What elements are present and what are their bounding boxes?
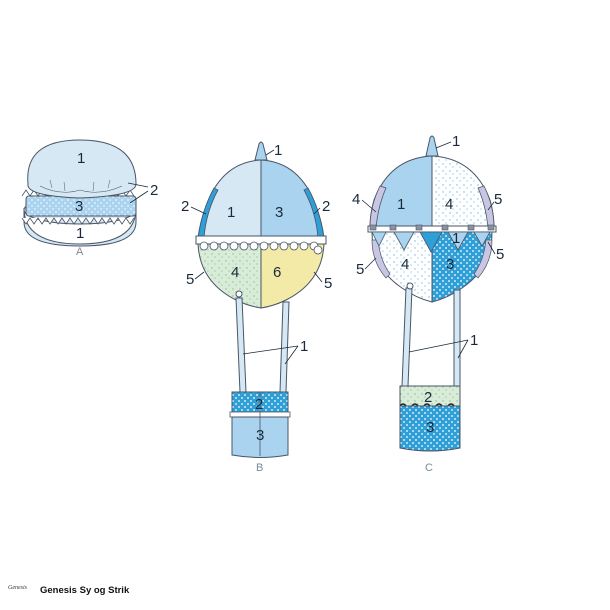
figure-a-caption: A: [76, 246, 84, 258]
figure-b-rope-knot: [235, 290, 243, 298]
figure-c-label-mid-tri: 1: [452, 230, 460, 247]
figure-c-label-right-panel: 4: [445, 196, 453, 213]
figure-b-leader-rope-1: [242, 345, 299, 355]
figure-b-leader-rope-2: [284, 345, 299, 365]
figure-c-basket-bottom: [399, 405, 461, 452]
figure-b-label-basket-bottom: 3: [256, 427, 264, 444]
figure-b-ropes: [235, 297, 290, 393]
figure-c-label-tip: 1: [452, 133, 460, 150]
figure-b-caption: B: [256, 462, 263, 474]
figure-b-tip: [254, 141, 268, 161]
figure-c-label-lower-left: 4: [401, 256, 409, 273]
figure-c-lower-side-right: [473, 239, 493, 279]
figure-a-label-top: 1: [77, 150, 85, 167]
figure-b-pompoms: [199, 241, 323, 255]
figure-a-leader-ruffle-1: [127, 182, 149, 188]
figure-b-leader-band-left: [190, 206, 207, 215]
figure-c-bunting: [371, 231, 491, 253]
figure-c-tip: [425, 135, 439, 157]
figure-c-band: [367, 225, 497, 233]
figure-b-label-band-right: 2: [322, 198, 330, 215]
figure-a-leader-ruffle-2: [129, 190, 149, 204]
figure-b-leader-band-right: [313, 207, 321, 215]
brand-name: Genesis Sy og Strik: [40, 585, 130, 596]
figure-b-label-lower-right: 6: [273, 264, 281, 281]
figure-c-leader-side-left-top: [361, 199, 377, 213]
figure-b-leader-side-right: [313, 271, 323, 283]
figure-b-lower-right-panel: [260, 243, 325, 309]
figure-b-label-basket-top: 2: [255, 396, 263, 413]
genesis-logo: Genesis: [8, 585, 27, 591]
figure-b-label-left-panel: 1: [227, 204, 235, 221]
figure-c-label-side-right-top: 5: [494, 191, 502, 208]
figure-a-label-bottom: 1: [76, 225, 84, 242]
figure-c-label-lower-right: 3: [446, 256, 454, 273]
figure-c-leader-tip: [435, 141, 452, 149]
figure-a-top-cushion: [27, 139, 137, 199]
figure-b: 1 1 3 2 2 4 6 5 5 1 2 3 B: [181, 141, 332, 474]
figure-b-label-side-right: 5: [324, 275, 332, 292]
figure-c-band-knots: [369, 224, 495, 231]
figure-b-label-band-left: 2: [181, 198, 189, 215]
figure-c-lower-side-left: [371, 239, 391, 279]
figure-c-leader-rope-2: [457, 339, 469, 359]
figure-c: 1 1 4 4 5 1 4 3 5 5 1 2 3 C: [352, 133, 504, 474]
figure-c-label-basket-bottom: 3: [426, 419, 434, 436]
figure-b-lower-left-panel: [197, 243, 262, 309]
figure-b-leader-tip: [265, 149, 275, 156]
figure-c-leader-rope-1: [408, 339, 469, 353]
figure-b-label-ropes: 1: [300, 338, 308, 355]
figure-c-caption: C: [425, 462, 433, 474]
figure-b-label-lower-left: 4: [231, 264, 239, 281]
figure-c-leader-side-right: [487, 241, 496, 255]
figure-c-label-left-panel: 1: [397, 196, 405, 213]
figure-b-upper-right-panel: [260, 159, 325, 239]
figure-a-label-mid: 3: [75, 198, 83, 215]
figure-c-label-basket-top: 2: [424, 389, 432, 406]
figure-c-leader-side-right-top: [487, 201, 495, 211]
figure-a: 1 3 1 2 A: [21, 139, 158, 258]
figure-b-label-side-left: 5: [186, 271, 194, 288]
figure-c-label-side-left: 5: [356, 261, 364, 278]
figure-b-label-right-panel: 3: [275, 204, 283, 221]
figure-c-label-side-right: 5: [496, 246, 504, 263]
figure-c-rope-knot: [406, 282, 414, 290]
figure-c-label-ropes: 1: [470, 332, 478, 349]
figure-c-leader-side-left: [364, 257, 377, 270]
figure-b-label-tip: 1: [274, 142, 282, 159]
figure-b-leader-side-left: [194, 271, 205, 280]
figure-c-label-side-left-top: 4: [352, 191, 360, 208]
figure-a-label-ruffle: 2: [150, 182, 158, 199]
figure-c-ropes: [401, 287, 461, 387]
figure-b-upper-left-panel: [197, 159, 262, 239]
